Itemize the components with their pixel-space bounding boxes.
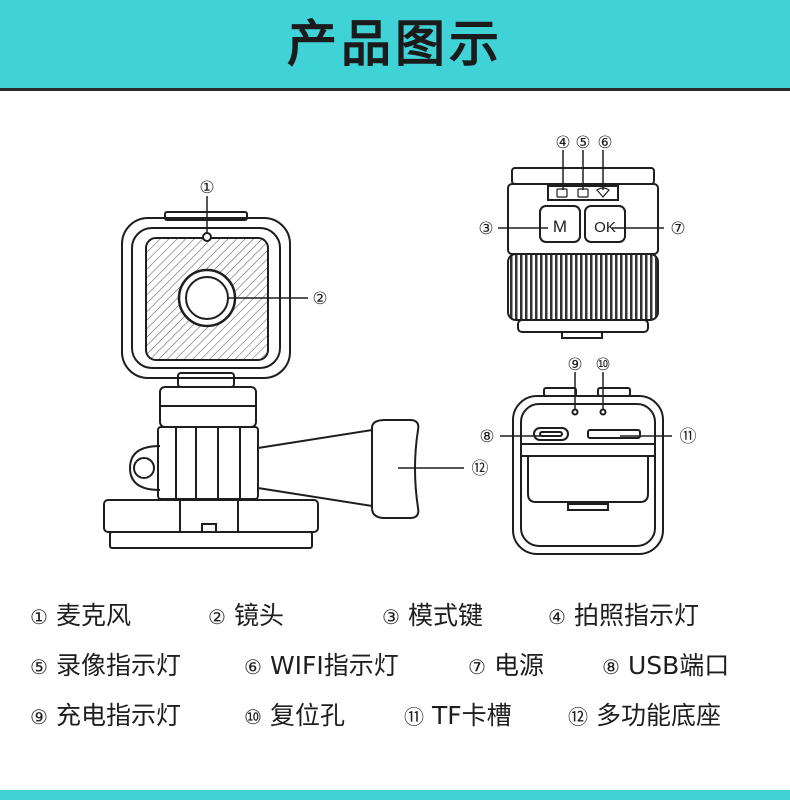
wifi-indicator-icon — [596, 187, 610, 198]
legend-num: ⑪ — [404, 705, 424, 729]
legend-num: ① — [30, 605, 48, 629]
legend: ① 麦克风 ② 镜头 ③ 模式键 ④ 拍照指示灯 ⑤ 录像指示灯 ⑥ WIFI指示灯 ⑦ 电源… — [30, 596, 770, 746]
callout-6: ⑥ — [597, 133, 612, 153]
legend-item: ⑩ 复位孔 — [244, 696, 345, 732]
legend-label: 镜头 — [233, 601, 284, 630]
legend-row: ⑨ 充电指示灯 ⑩ 复位孔 ⑪ TF卡槽 ⑫ 多功能底座 — [30, 696, 770, 746]
callout-2: ② — [312, 289, 327, 309]
mode-button-label: M — [553, 217, 567, 236]
header-band — [0, 0, 790, 88]
legend-label: 模式键 — [407, 601, 483, 630]
legend-item: ⑫ 多功能底座 — [568, 696, 721, 732]
legend-row: ⑤ 录像指示灯 ⑥ WIFI指示灯 ⑦ 电源 ⑧ USB端口 — [30, 646, 770, 696]
legend-num: ⑦ — [468, 655, 486, 679]
callout-10: ⑩ — [595, 355, 610, 375]
legend-num: ⑫ — [568, 705, 588, 729]
legend-item: ⑦ 电源 — [468, 646, 544, 682]
video-indicator-icon — [577, 188, 589, 198]
legend-label: 拍照指示灯 — [573, 601, 699, 630]
header-divider — [0, 88, 790, 91]
callout-3: ③ — [478, 219, 493, 239]
legend-label: 充电指示灯 — [55, 701, 181, 730]
legend-row: ① 麦克风 ② 镜头 ③ 模式键 ④ 拍照指示灯 — [30, 596, 770, 646]
legend-num: ⑩ — [244, 705, 262, 729]
legend-item: ② 镜头 — [208, 596, 284, 632]
legend-item: ⑤ 录像指示灯 — [30, 646, 181, 682]
callout-12: ⑫ — [472, 459, 489, 479]
legend-item: ⑧ USB端口 — [602, 646, 729, 682]
legend-label: USB端口 — [627, 651, 730, 680]
callout-1: ① — [199, 178, 214, 198]
callout-4: ④ — [555, 133, 570, 153]
front-camera — [103, 211, 420, 549]
port-view-camera — [512, 387, 664, 555]
legend-item: ⑥ WIFI指示灯 — [244, 646, 399, 682]
legend-item: ④ 拍照指示灯 — [548, 596, 699, 632]
legend-item: ③ 模式键 — [382, 596, 483, 632]
legend-num: ⑧ — [602, 655, 620, 679]
footer-band — [0, 790, 790, 800]
legend-label: WIFI指示灯 — [269, 651, 399, 680]
product-diagram: M OK ① ② ③ ④ ⑤ ⑥ ⑦ ⑧ ⑨ ⑩ ⑪ ⑫ — [103, 133, 697, 555]
page-title: 产品图示 — [287, 15, 503, 73]
legend-num: ⑨ — [30, 705, 48, 729]
callout-11: ⑪ — [680, 427, 697, 447]
photo-indicator-icon — [556, 188, 568, 198]
callout-8: ⑧ — [479, 427, 494, 447]
legend-num: ④ — [548, 605, 566, 629]
legend-label: 麦克风 — [55, 601, 131, 630]
legend-label: 电源 — [493, 651, 544, 680]
legend-label: 复位孔 — [269, 701, 345, 730]
legend-num: ③ — [382, 605, 400, 629]
legend-num: ⑤ — [30, 655, 48, 679]
legend-label: 录像指示灯 — [55, 651, 181, 680]
legend-num: ⑥ — [244, 655, 262, 679]
callout-7: ⑦ — [670, 219, 685, 239]
power-button-label: OK — [594, 219, 616, 236]
legend-label: 多功能底座 — [596, 701, 722, 730]
legend-item: ⑪ TF卡槽 — [404, 696, 512, 732]
legend-item: ⑨ 充电指示灯 — [30, 696, 181, 732]
top-view-camera — [507, 167, 659, 339]
legend-item: ① 麦克风 — [30, 596, 131, 632]
callout-5: ⑤ — [575, 133, 590, 153]
legend-label: TF卡槽 — [432, 701, 512, 730]
legend-num: ② — [208, 605, 226, 629]
leader-lines — [206, 150, 672, 469]
callout-9: ⑨ — [567, 355, 582, 375]
